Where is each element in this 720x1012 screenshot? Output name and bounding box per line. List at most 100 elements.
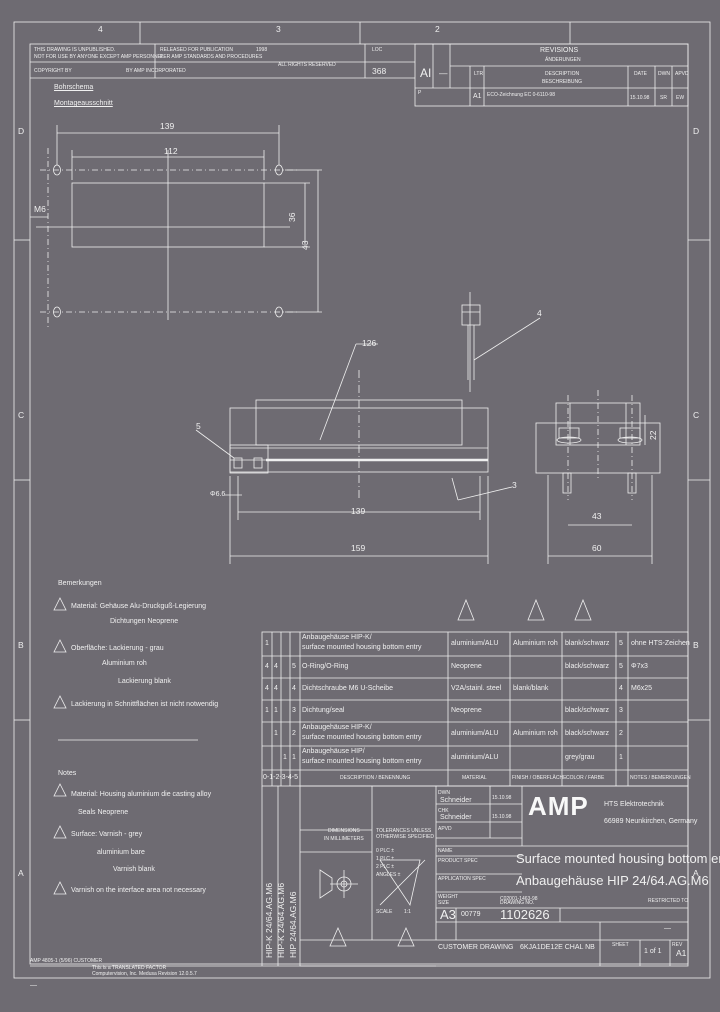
tb-tol-1: 0 PLC ± — [376, 848, 395, 854]
bom-material: aluminium/ALU — [451, 730, 499, 737]
tb-company-2: 66989 Neunkirchen, Germany — [604, 818, 698, 825]
remarks-en-2b: aluminium bare — [97, 849, 145, 856]
tb-product-spec: PRODUCT SPEC — [438, 858, 478, 864]
tb-tol-4: ANGLES ± — [376, 872, 401, 878]
remarks-en-1b: Seals Neoprene — [78, 809, 129, 816]
footer-dash: — — [30, 982, 37, 989]
zone-row-right-b: B — [693, 640, 699, 650]
bom-qty: 1 — [265, 640, 269, 647]
bom-desc: Anbaugehäuse HIP-K/ — [302, 634, 372, 641]
tb-tol-2: 1 PLC ± — [376, 856, 395, 862]
bom-color: blank/schwarz — [565, 640, 610, 647]
zone-row-left-a: A — [18, 868, 24, 878]
dim-43-end: 43 — [592, 511, 602, 521]
revisions-row-date: 15.10.98 — [630, 95, 650, 101]
tb-rev: A1 — [676, 948, 687, 958]
zone-col-2: 2 — [435, 24, 440, 34]
bom-no: 5 — [292, 663, 296, 670]
remarks-de-1: Material: Gehäuse Alu-Druckguß-Legierung — [71, 603, 207, 610]
bom-material: aluminium/ALU — [451, 640, 499, 647]
remarks-en-2c: Varnish blank — [113, 866, 155, 873]
bom-desc-en: surface mounted housing bottom entry — [302, 734, 422, 741]
remarks-en-2: Surface: Varnish - grey — [71, 831, 143, 838]
header-released: RELEASED FOR PUBLICATION — [160, 47, 233, 53]
bom-desc: Anbaugehäuse HIP/ — [302, 748, 365, 755]
header-amp-inc: BY AMP INCORPORATED — [126, 68, 186, 74]
revisions-col-desc-de: BESCHREIBUNG — [542, 79, 583, 85]
bom-color: black/schwarz — [565, 730, 609, 737]
tb-chk-date: 15.10.98 — [492, 814, 512, 820]
bom-qty: 4 — [274, 685, 278, 692]
bom-no: 1 — [292, 754, 296, 761]
tb-chk-name: Schneider — [440, 814, 472, 821]
callout-5: 5 — [196, 421, 201, 431]
bom-pos: 2 — [619, 730, 623, 737]
zone-row-right-c: C — [693, 410, 700, 420]
tb-scale-label: SCALE — [376, 909, 393, 915]
remarks-de-1b: Dichtungen Neoprene — [110, 618, 179, 625]
bom-pos: 4 — [619, 685, 623, 692]
dim-112: 112 — [164, 146, 178, 156]
remarks-en-3: Varnish on the interface area not necess… — [71, 887, 206, 894]
dim-60: 60 — [592, 543, 602, 553]
tb-dwg-no: 1102626 — [500, 907, 550, 922]
bom-finish: Aluminium roh — [513, 730, 558, 737]
tb-company-1: HTS Elektrotechnik — [604, 801, 664, 808]
bom-finish: blank/blank — [513, 685, 549, 692]
montageausschnitt-label: Montageausschnitt — [54, 100, 113, 107]
bom-qty: 1 — [265, 707, 269, 714]
tb-sheet-label: SHEET — [612, 942, 629, 948]
header-rights: ALL RIGHTS RESERVED — [278, 62, 336, 68]
bom-footer-qty: 0-1-2-3-4-5 — [263, 774, 299, 781]
bom-footer-finish: FINISH / OBERFLÄCHE — [512, 775, 567, 781]
header-note-2: NOT FOR USE BY ANYONE EXCEPT AMP PERSONN… — [34, 54, 164, 60]
callout-4: 4 — [537, 308, 542, 318]
tb-title-en: Surface mounted housing bottom entry — [516, 851, 720, 866]
header-year: 1998 — [256, 47, 268, 53]
bom-footer-desc: DESCRIPTION / BENENNUNG — [340, 775, 411, 781]
header-loc: 368 — [372, 66, 387, 76]
dim-m6: M6 — [34, 204, 46, 214]
dim-139-top: 139 — [160, 121, 175, 131]
tb-apvd-label: APVD — [438, 826, 452, 832]
bom-material: aluminium/ALU — [451, 754, 499, 761]
footer-line-1: This is a TRANSLATED FACTOR — [92, 965, 167, 971]
footer-line-2: Computervision, Inc. Medusa Revision 12.… — [92, 971, 197, 977]
amp-logo: AMP — [528, 791, 589, 821]
tb-name-label: NAME — [438, 848, 453, 854]
zone-row-left-c: C — [18, 410, 25, 420]
bom-footer-material: MATERIAL — [462, 775, 487, 781]
revisions-row-ltr: A1 — [473, 93, 482, 100]
bom-color: black/schwarz — [565, 663, 609, 670]
bom-pos: 3 — [619, 707, 623, 714]
tb-application-spec: APPLICATION SPEC — [438, 876, 486, 882]
tb-doc-no: 6KJA1DE12E CHAL NB — [520, 944, 595, 951]
bom-no: 4 — [292, 685, 296, 692]
bom-desc: Dichtschraube M6 U-Scheibe — [302, 685, 394, 692]
remarks-de-3: Lackierung in Schnittflächen ist nicht n… — [71, 701, 219, 708]
vertical-title-1: HIP-K 24/64.AG.M6 — [264, 882, 274, 958]
revisions-col-dwn: DWN — [658, 71, 670, 77]
bom-pos: 5 — [619, 663, 623, 670]
bom-desc-en: surface mounted housing bottom entry — [302, 758, 422, 765]
revisions-col-apvd: APVD — [675, 71, 689, 77]
remarks-en-1: Material: Housing aluminium die casting … — [71, 791, 212, 798]
bom-no: 3 — [292, 707, 296, 714]
bom-desc-en: surface mounted housing bottom entry — [302, 644, 422, 651]
tb-dwn-label: DWN — [438, 790, 450, 796]
tb-weight: WEIGHT — [438, 894, 458, 900]
dim-22: 22 — [648, 430, 658, 440]
dim-hole-66: Φ6.6 — [210, 491, 226, 498]
revisions-row-p: P — [418, 90, 422, 96]
remarks-de-title: Bemerkungen — [58, 580, 102, 587]
dim-36: 36 — [287, 212, 297, 222]
tb-dims-label: DIMENSIONS — [328, 828, 360, 834]
bom-desc: Anbaugehäuse HIP-K/ — [302, 724, 372, 731]
bom-material: V2A/stainl. steel — [451, 685, 502, 692]
bom-qty: 1 — [274, 707, 278, 714]
revisions-col-desc: DESCRIPTION — [545, 71, 580, 77]
tb-tol-3: 2 PLC ± — [376, 864, 395, 870]
bom-note: ohne HTS-Zeichen — [631, 640, 690, 647]
bom-material: Neoprene — [451, 707, 482, 714]
bom-finish: Aluminium roh — [513, 640, 558, 647]
